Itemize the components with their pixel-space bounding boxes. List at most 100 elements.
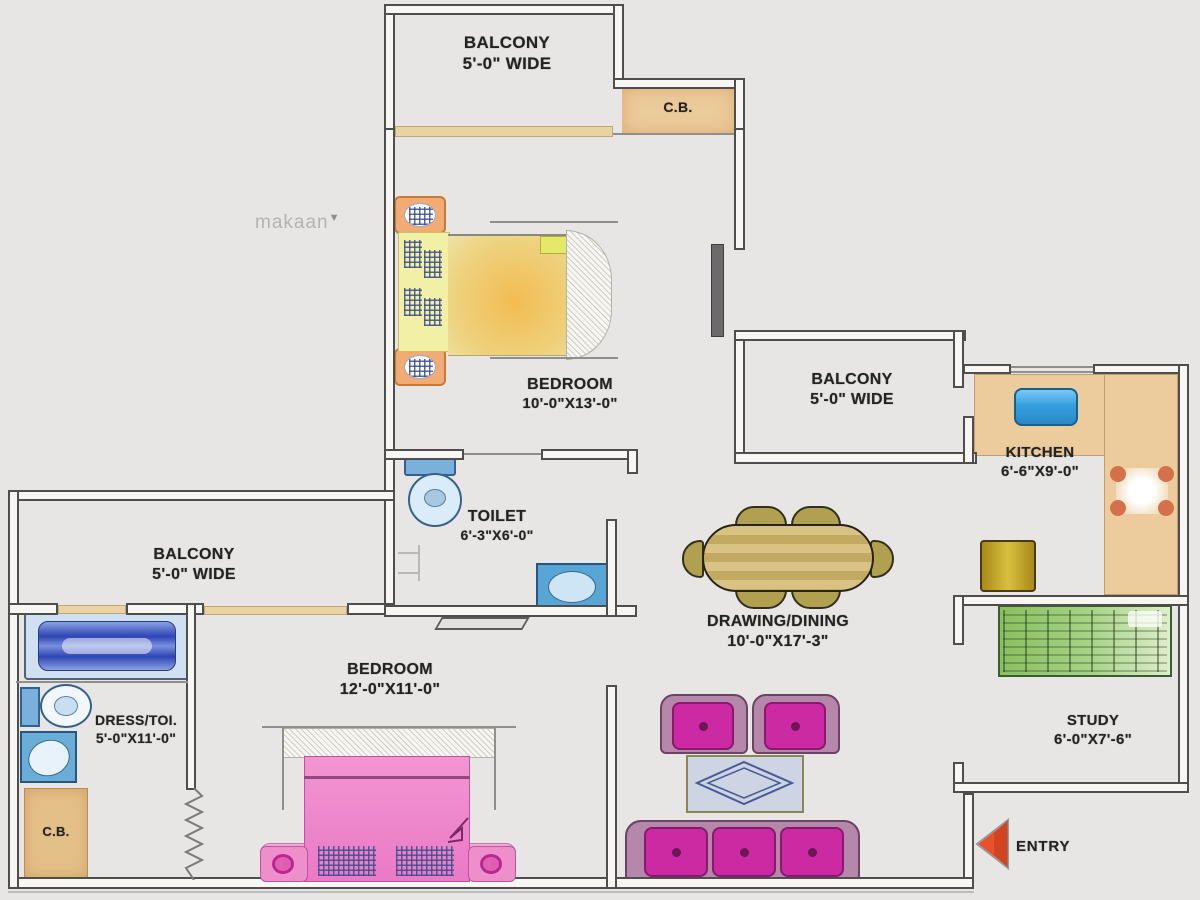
wall-right-balcony-right [953, 330, 964, 388]
bathtub-gloss [62, 638, 152, 654]
toilet-shower-mark-2 [398, 572, 420, 574]
bed2-table-left-circle [272, 854, 294, 874]
wall-outer-right [1178, 364, 1189, 793]
dress-wc-bowl-inner [54, 696, 78, 716]
bed2-pillow-grid-1 [318, 846, 376, 876]
wall-bedroom1-left [384, 128, 395, 614]
bed2-dim-left [282, 726, 284, 810]
sofa-cushion-3 [780, 827, 844, 877]
wall-toilet-bottom [384, 605, 637, 617]
armchair-1-dot [699, 722, 708, 731]
wall-entry-left [963, 793, 974, 879]
bed2-table-right-circle [480, 854, 502, 874]
coffee-table [686, 755, 804, 813]
kitchen-window [1011, 366, 1095, 368]
cb-top-interior [622, 88, 736, 134]
wall-toilet-top-1 [384, 449, 464, 460]
label-entry: ENTRY [1016, 838, 1071, 855]
wall-top-balcony-top [384, 4, 624, 15]
bed1-pillow-grid-4 [424, 298, 442, 326]
dress-balcony-door [58, 605, 126, 614]
dining-chair-left [682, 540, 704, 578]
bed2-body-line [304, 776, 470, 779]
bed1-post-top-oval [404, 203, 436, 227]
bed2-table-right [468, 846, 516, 882]
sofa-dot-2 [740, 848, 749, 857]
label-cb-top: C.B. [663, 99, 693, 115]
dress-divider [16, 681, 188, 683]
study-bookshelf [998, 605, 1172, 677]
kitchen-fridge [980, 540, 1036, 592]
wall-bedroom1-right-lower [734, 334, 745, 458]
bed2-dim-top [262, 726, 516, 728]
wall-bedroom1-right-upper [734, 128, 745, 250]
bed1-dim-top [490, 221, 618, 223]
kitchen-stove [1106, 462, 1178, 520]
toilet-basin-oval [548, 571, 596, 603]
bed1-mattress-fold [566, 230, 612, 360]
bed1-post-bottom-oval [404, 355, 436, 379]
wall-toilet-top-2 [541, 449, 638, 460]
wall-kitchen-left [963, 416, 974, 464]
kitchen-sink [1014, 388, 1078, 426]
cb-top-bottom-line [613, 133, 745, 135]
toilet-shower-mark-3 [418, 545, 420, 581]
toilet-wc-bowl-inner [424, 489, 446, 507]
wall-lbalcony-bottom-b [126, 603, 204, 615]
bottom-shadow-line [8, 891, 974, 893]
bedroom2-door-leaf [434, 617, 530, 630]
bed1-pillow-grid-1 [404, 240, 422, 268]
dress-wc-tank [20, 687, 40, 727]
wall-toilet-right [606, 519, 617, 617]
bedroom2-balcony-door [204, 606, 347, 615]
bedroom1-sliding-door-panel [711, 244, 724, 337]
bed2-mattress-fold [282, 728, 496, 758]
dining-table [702, 524, 874, 592]
bed1-pillow-grid-2 [424, 250, 442, 278]
bed2-fold-arrow [447, 817, 469, 843]
armchair-1-cushion [672, 702, 734, 750]
cb-bottom-box [24, 788, 88, 878]
sofa-dot-3 [808, 848, 817, 857]
bed1-dim-bottom [490, 357, 618, 359]
wall-lbalcony-bottom-a [8, 603, 58, 615]
wall-toilet-right-stub [627, 449, 638, 474]
bed2-dim-right [494, 726, 496, 810]
armchair-2-dot [791, 722, 800, 731]
wall-left-balcony-top [8, 490, 395, 501]
wall-study-left-upper [953, 595, 964, 645]
wall-bedroom2-right [606, 685, 617, 889]
watermark-logo-icon: ▼ [328, 212, 341, 224]
bedroom1-balcony-door [395, 126, 613, 137]
wall-left-outer [8, 490, 19, 889]
wall-top-balcony-left [384, 4, 395, 136]
bed1-body [448, 234, 570, 356]
label-cb-bottom: C.B. [42, 824, 70, 839]
watermark: makaan▼ [255, 212, 341, 233]
wall-cb-top-top [613, 78, 745, 89]
wall-right-balcony-bottom [734, 452, 977, 464]
wall-kitchen-study-divider [953, 595, 1189, 606]
wall-study-bottom [953, 782, 1189, 793]
bed1-pillow-grid-3 [404, 288, 422, 316]
toilet-door-line [464, 453, 541, 455]
wall-kitchen-top-2 [1093, 364, 1189, 374]
wall-dress-right [186, 603, 196, 790]
label-dress-toi: DRESS/TOI.5'-0"X11'-0" [94, 712, 178, 746]
bed2-pillow-grid-2 [396, 846, 454, 876]
wall-right-balcony-top [734, 330, 966, 341]
entry-arrow [975, 818, 1009, 870]
zigzag-partition [183, 788, 205, 880]
wall-top-balcony-right [613, 4, 624, 86]
sofa-dot-1 [672, 848, 681, 857]
